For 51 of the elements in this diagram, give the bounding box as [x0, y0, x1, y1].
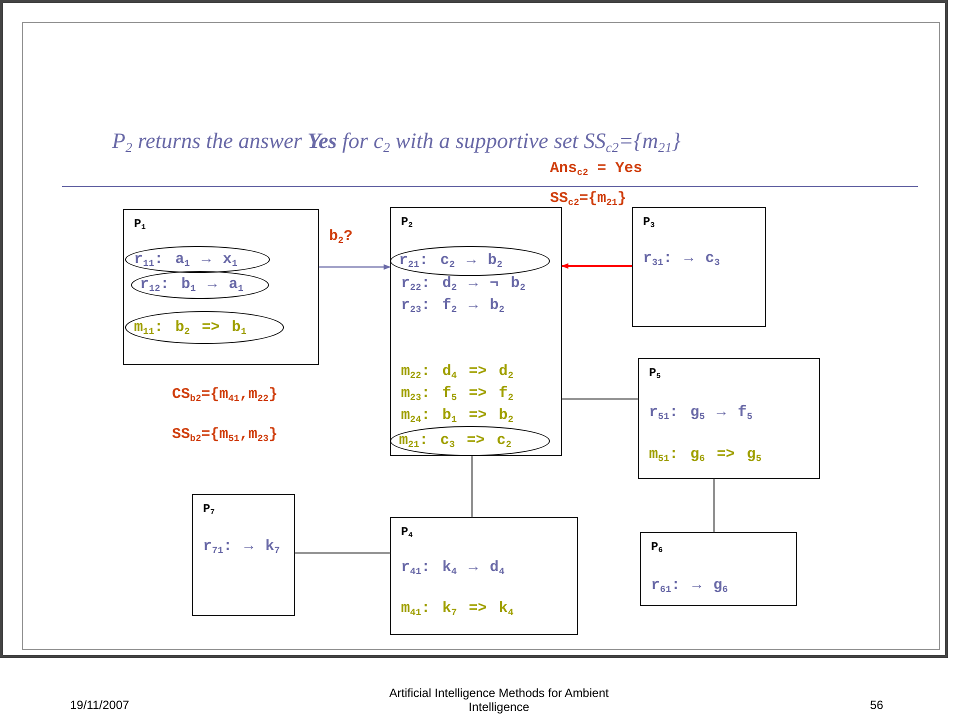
- mapping-rule: m$_{11}$: b$_{2}$ => b$_{1}$: [134, 318, 246, 338]
- connector-line: [295, 552, 390, 554]
- local-rule: r$_{12}$: b$_{1}$ → a$_{1}$: [140, 275, 244, 295]
- annotation: Ans$_{c2}$ = Yes: [550, 160, 642, 177]
- peer-name: P$_{1}$: [134, 216, 146, 234]
- highlight-ellipse: [125, 246, 270, 273]
- connector-line: [713, 479, 715, 532]
- peer-box: [123, 209, 319, 365]
- highlight-ellipse: [390, 246, 550, 276]
- local-rule: r$_{71}$: → k$_{7}$: [203, 537, 280, 557]
- local-rule: r$_{11}$: a$_{1}$ → x$_{1}$: [134, 250, 238, 270]
- footer-text: Artificial Intelligence Methods for Ambient Intelligence: [388, 686, 610, 714]
- slide-title: P$_{2}$ returns the answer Yes for c$_{2}$ with a supportive set SS$_{c2}$={m$_{21}$}: [112, 128, 681, 154]
- annotation: SS$_{b2}$={m$_{51}$,m$_{23}$}: [172, 426, 278, 443]
- local-rule: r$_{22}$: d$_{2}$ → ¬ b$_{2}$: [401, 274, 526, 294]
- mapping-rule: m$_{21}$: c$_{3}$ => c$_{2}$: [399, 431, 512, 451]
- edge-label: b$_{2}$?: [329, 228, 353, 245]
- local-rule: r$_{23}$: f$_{2}$ → b$_{2}$: [401, 296, 504, 316]
- peer-box: [192, 494, 295, 616]
- footer-text: 19/11/2007: [70, 698, 130, 712]
- mapping-rule: m$_{24}$: b$_{1}$ => b$_{2}$: [401, 406, 514, 426]
- highlight-ellipse: [125, 311, 284, 344]
- annotation: CS$_{b2}$={m$_{41}$,m$_{22}$}: [172, 386, 278, 403]
- mapping-rule: m$_{22}$: d$_{4}$ => d$_{2}$: [401, 362, 514, 382]
- peer-box: [638, 358, 820, 479]
- peer-name: P$_{3}$: [643, 214, 655, 232]
- connector-line: [562, 398, 638, 400]
- local-rule: r$_{21}$: c$_{2}$ → b$_{2}$: [399, 251, 502, 271]
- peer-box: [640, 532, 797, 606]
- peer-name: P$_{6}$: [651, 539, 663, 557]
- connector-line: [471, 456, 473, 517]
- highlight-ellipse: [131, 271, 269, 299]
- local-rule: r$_{41}$: k$_{4}$ → d$_{4}$: [401, 558, 504, 578]
- peer-box: [390, 207, 562, 456]
- mapping-rule: m$_{23}$: f$_{5}$ => f$_{2}$: [401, 384, 514, 404]
- highlight-ellipse: [390, 426, 550, 456]
- local-rule: r$_{31}$: → c$_{3}$: [643, 249, 720, 269]
- local-rule: r$_{61}$: → g$_{6}$: [651, 576, 728, 596]
- peer-box: [390, 517, 578, 635]
- annotation: SS$_{c2}$={m$_{21}$}: [550, 190, 626, 207]
- peer-name: P$_{4}$: [401, 524, 413, 542]
- mapping-rule: m$_{51}$: g$_{6}$ => g$_{5}$: [649, 445, 762, 465]
- peer-name: P$_{7}$: [203, 501, 215, 519]
- arrow: [319, 264, 391, 270]
- footer-text: 56: [870, 698, 884, 712]
- peer-box: [632, 207, 766, 327]
- arrow: [561, 263, 632, 269]
- peer-name: P$_{2}$: [401, 214, 413, 232]
- local-rule: r$_{51}$: g$_{5}$ → f$_{5}$: [649, 403, 752, 423]
- mapping-rule: m$_{41}$: k$_{7}$ => k$_{4}$: [401, 599, 514, 619]
- peer-name: P$_{5}$: [649, 365, 661, 383]
